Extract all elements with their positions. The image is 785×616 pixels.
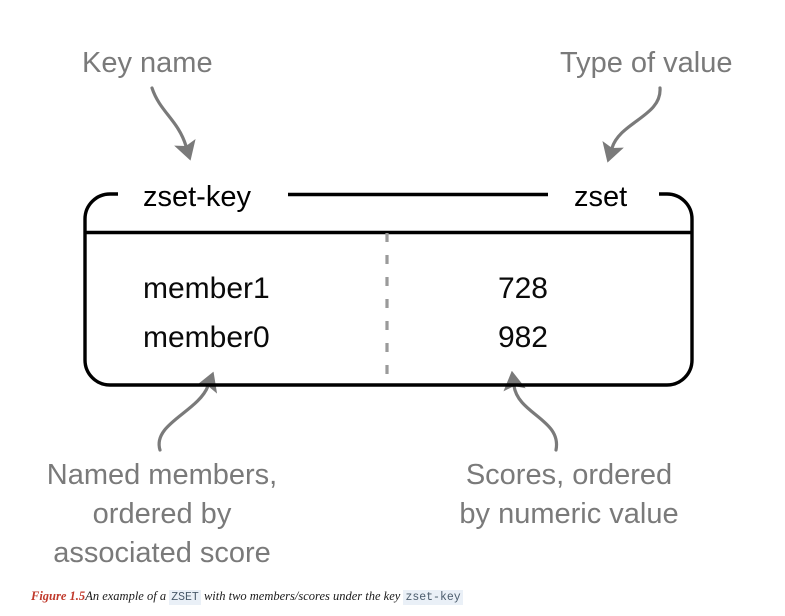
member-name-row-1: member1 — [143, 272, 270, 305]
zset-container-box — [83, 192, 694, 387]
annotation-type-of-value: Type of value — [560, 47, 733, 79]
annotation-named-members-line-1: Named members, — [46, 459, 278, 491]
arrow-named-members — [157, 371, 218, 452]
caption-code-zset-key: zset-key — [403, 590, 463, 605]
figure-number: Figure 1.5 — [31, 589, 86, 603]
arrow-type-of-value — [602, 86, 662, 163]
zset-type-label: zset — [574, 181, 628, 213]
member-score-row-2: 982 — [497, 321, 548, 354]
arrow-key-name — [150, 86, 196, 161]
annotation-scores-ordered-line-1: Scores, ordered — [465, 459, 673, 491]
zset-key-label: zset-key — [143, 181, 251, 213]
member-name-row-2: member0 — [143, 321, 270, 354]
annotation-named-members-line-3: associated score — [53, 537, 271, 569]
annotation-named-members-line-2: ordered by — [92, 498, 232, 530]
member-score-row-1: 728 — [497, 272, 548, 305]
arrow-scores-ordered — [503, 370, 559, 452]
caption-text-part-2: with two members/scores under the key — [200, 589, 404, 603]
caption-text-part-1: An example of a — [85, 589, 170, 603]
figure-caption: Figure 1.5An example of a ZSET with two … — [31, 588, 761, 606]
annotation-scores-ordered-line-2: by numeric value — [459, 498, 679, 530]
annotation-key-name: Key name — [82, 47, 213, 79]
caption-code-zset: ZSET — [169, 590, 201, 605]
